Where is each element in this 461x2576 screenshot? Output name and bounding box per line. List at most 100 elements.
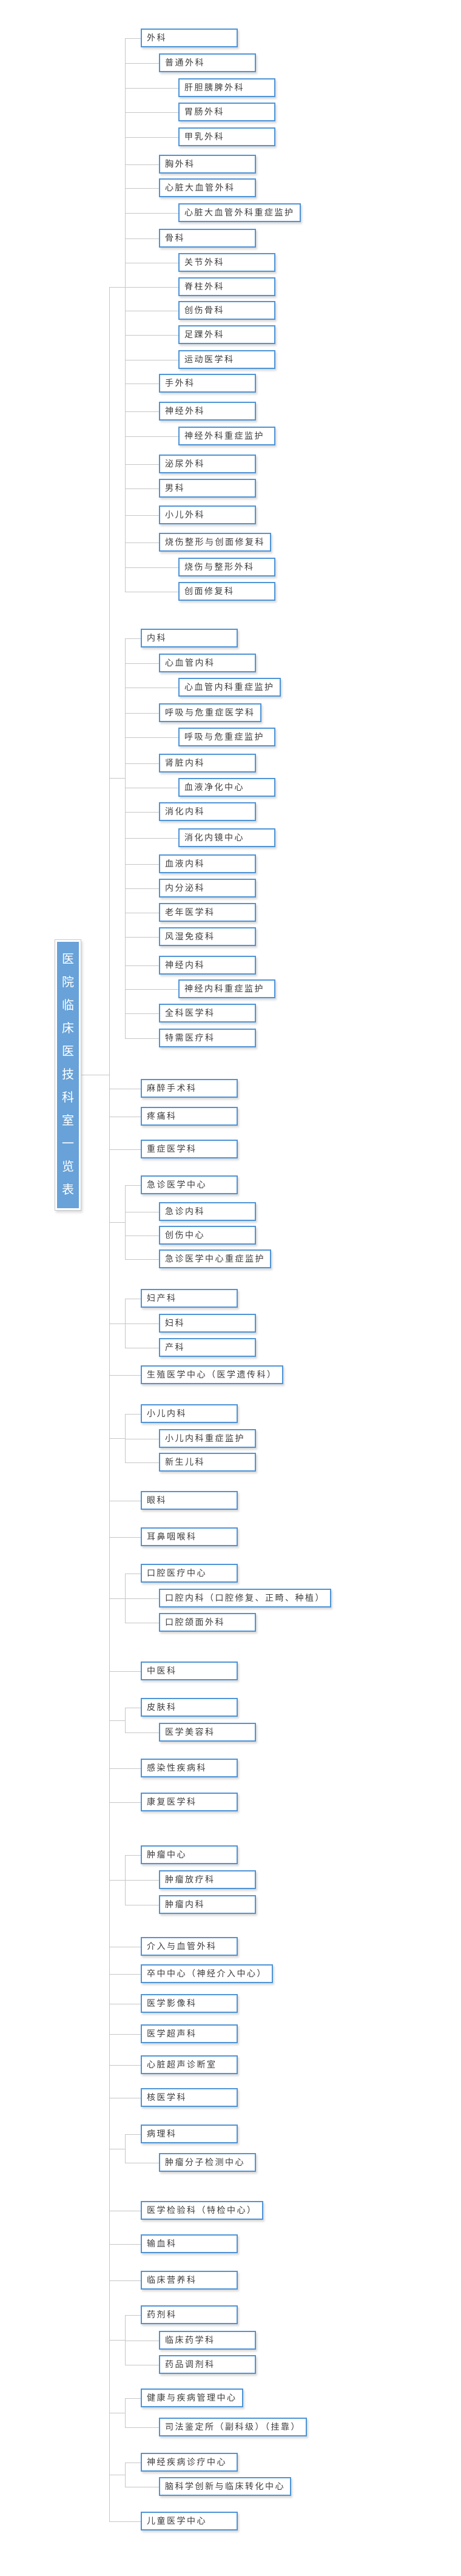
tree-node[interactable]: 儿童医学中心 [141,2512,238,2530]
tree-node[interactable]: 内分泌科 [159,879,256,898]
tree-node[interactable]: 口腔医疗中心 [141,1564,238,1583]
tree-node[interactable]: 心血管内科重症监护 [178,678,281,697]
tree-node[interactable]: 心脏大血管外科重症监护 [178,203,301,222]
tree-node[interactable]: 产科 [159,1338,256,1357]
tree-node[interactable]: 风湿免疫科 [159,927,256,946]
connector-line [125,335,179,336]
tree-node[interactable]: 麻醉手术科 [141,1079,238,1098]
tree-node[interactable]: 全科医学科 [159,1004,256,1023]
tree-node[interactable]: 男科 [159,479,256,498]
connector-line [109,2521,141,2522]
tree-node[interactable]: 口腔内科（口腔修复、正畸、种植） [159,1589,331,1607]
tree-node[interactable]: 血液净化中心 [178,778,275,797]
tree-node[interactable]: 脑科学创新与临床转化中心 [159,2477,291,2496]
tree-node[interactable]: 脊柱外科 [178,277,275,296]
tree-node[interactable]: 重症医学科 [141,1140,238,1158]
tree-node[interactable]: 口腔颌面外科 [159,1613,256,1632]
tree-node[interactable]: 医学影像科 [141,1994,238,2013]
tree-node[interactable]: 胃肠外科 [178,103,275,121]
connector-line [125,713,160,714]
tree-node[interactable]: 小儿外科 [159,505,256,524]
tree-node[interactable]: 手外科 [159,374,256,393]
tree-node[interactable]: 关节外科 [178,253,275,272]
connector-line [125,464,160,465]
tree-node[interactable]: 心脏超声诊断室 [141,2055,238,2074]
tree-node[interactable]: 消化内科 [159,802,256,821]
tree-node[interactable]: 健康与疾病管理中心 [141,2388,243,2407]
tree-node[interactable]: 神经外科重症监护 [178,427,275,445]
connector-line [125,2134,141,2135]
tree-node[interactable]: 康复医学科 [141,1793,238,1811]
tree-node[interactable]: 临床药学科 [159,2331,256,2350]
tree-node[interactable]: 创伤骨科 [178,301,275,320]
tree-node[interactable]: 小儿内科 [141,1404,238,1423]
tree-node[interactable]: 神经内科重症监护 [178,979,275,998]
tree-node[interactable]: 特需医疗科 [159,1029,256,1047]
tree-node[interactable]: 介入与血管外科 [141,1937,238,1956]
tree-node[interactable]: 神经外科 [159,402,256,421]
tree-node[interactable]: 急诊内科 [159,1202,256,1221]
tree-node[interactable]: 临床营养科 [141,2271,238,2290]
tree-node[interactable]: 老年医学科 [159,903,256,922]
tree-node[interactable]: 甲乳外科 [178,127,275,146]
tree-node[interactable]: 药剂科 [141,2305,238,2324]
connector-line [109,1537,141,1538]
tree-node[interactable]: 足踝外科 [178,325,275,344]
tree-node[interactable]: 心脏大血管外科 [159,178,256,197]
tree-node[interactable]: 烧伤与整形外科 [178,558,275,576]
tree-node[interactable]: 肿瘤中心 [141,1845,238,1864]
tree-node[interactable]: 骨科 [159,229,256,248]
connector-line [109,1720,126,1721]
tree-node[interactable]: 肾脏内科 [159,754,256,772]
tree-node[interactable]: 肿瘤分子检测中心 [159,2153,256,2172]
tree-node[interactable]: 心血管内科 [159,654,256,672]
connector-line [125,812,160,813]
tree-node[interactable]: 耳鼻咽喉科 [141,1527,238,1546]
connector-line [125,287,179,288]
tree-node[interactable]: 生殖医学中心（医学遗传科） [141,1365,283,1384]
tree-node[interactable]: 肝胆胰脾外科 [178,78,275,97]
tree-node[interactable]: 病理科 [141,2125,238,2143]
tree-node[interactable]: 外科 [141,29,238,47]
tree-node[interactable]: 新生儿科 [159,1453,256,1472]
tree-node[interactable]: 医学超声科 [141,2024,238,2043]
tree-node[interactable]: 血液内科 [159,854,256,873]
tree-node[interactable]: 中医科 [141,1662,238,1680]
tree-node[interactable]: 内科 [141,629,238,647]
tree-node[interactable]: 核医学科 [141,2088,238,2107]
tree-node[interactable]: 消化内镜中心 [178,828,275,847]
tree-node[interactable]: 肿瘤放疗科 [159,1870,256,1889]
tree-node[interactable]: 创伤中心 [159,1226,256,1245]
tree-node[interactable]: 泌尿外科 [159,455,256,473]
tree-node[interactable]: 输血科 [141,2234,238,2253]
tree-node[interactable]: 眼科 [141,1491,238,1510]
root-label-char: 技 [62,1068,74,1081]
tree-node[interactable]: 小儿内科重症监护 [159,1429,256,1448]
root-node[interactable]: 医院临床医技科室一览表 [55,939,81,1211]
tree-node[interactable]: 医学检验科（特检中心） [141,2201,263,2220]
connector-line [125,38,126,592]
tree-node[interactable]: 司法鉴定所（副科级）（挂靠） [159,2418,307,2436]
tree-node[interactable]: 急诊医学中心 [141,1175,238,1194]
connector-line [109,287,126,288]
tree-node[interactable]: 烧伤整形与创面修复科 [159,533,271,552]
tree-node[interactable]: 医学美容科 [159,1723,256,1742]
tree-node[interactable]: 呼吸与危重症监护 [178,728,275,746]
tree-node[interactable]: 肿瘤内科 [159,1895,256,1914]
tree-node[interactable]: 创面修复科 [178,582,275,601]
connector-line [125,488,160,489]
tree-node[interactable]: 神经内科 [159,956,256,975]
tree-node[interactable]: 神经疾病诊疗中心 [141,2453,238,2472]
tree-node[interactable]: 普通外科 [159,53,256,72]
tree-node[interactable]: 运动医学科 [178,350,275,369]
tree-node[interactable]: 呼吸与危重症医学科 [159,703,261,722]
tree-node[interactable]: 急诊医学中心重症监护 [159,1249,271,1268]
tree-node[interactable]: 卒中中心（神经介入中心） [141,1964,273,1983]
tree-node[interactable]: 妇产科 [141,1289,238,1308]
tree-node[interactable]: 妇科 [159,1314,256,1333]
tree-node[interactable]: 皮肤科 [141,1698,238,1717]
tree-node[interactable]: 疼痛科 [141,1107,238,1126]
tree-node[interactable]: 药品调剂科 [159,2355,256,2374]
tree-node[interactable]: 胸外科 [159,155,256,174]
tree-node[interactable]: 感染性疾病科 [141,1759,238,1777]
